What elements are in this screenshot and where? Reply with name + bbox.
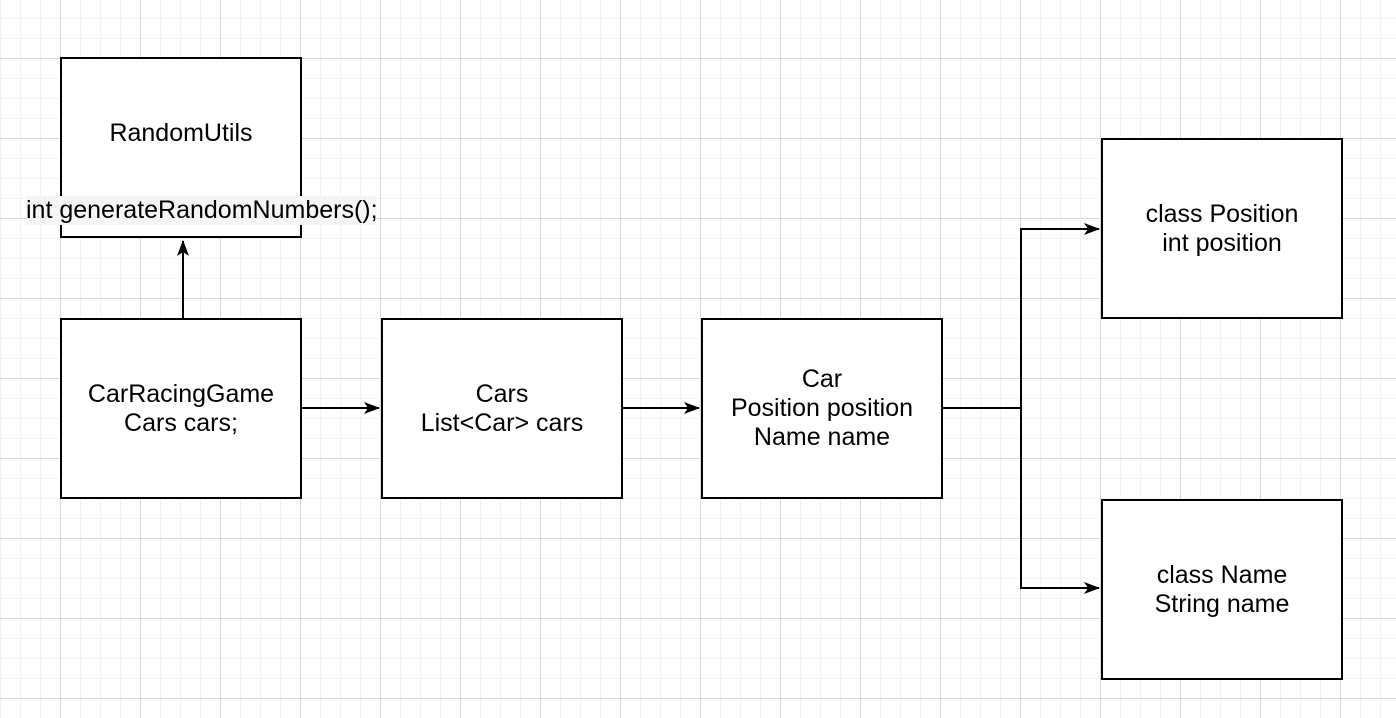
- node-text-line: Cars cars;: [124, 408, 238, 437]
- node-car[interactable]: Car Position position Name name: [701, 318, 943, 499]
- node-text-line: Name name: [753, 423, 891, 451]
- node-text-line: Position position: [730, 394, 914, 422]
- node-text-line: CarRacingGame: [87, 379, 275, 408]
- node-text-line: Cars: [475, 379, 529, 408]
- randomutils-method-label[interactable]: int generateRandomNumbers();: [26, 196, 378, 225]
- node-cars[interactable]: Cars List<Car> cars: [381, 318, 623, 499]
- node-classposition[interactable]: class Position int position: [1101, 138, 1343, 319]
- node-randomutils-title: RandomUtils: [109, 119, 253, 147]
- edge-car-to-classname[interactable]: [943, 407, 1100, 594]
- node-text-line: int position: [1162, 228, 1282, 257]
- edge-car-to-classposition[interactable]: [943, 223, 1100, 409]
- node-carracinggame[interactable]: CarRacingGame Cars cars;: [60, 318, 302, 499]
- node-classname[interactable]: class Name String name: [1101, 499, 1343, 680]
- node-text-line: class Name: [1156, 560, 1288, 589]
- node-text-line: List<Car> cars: [420, 408, 584, 437]
- node-text-line: Car: [801, 365, 843, 393]
- node-text-line: String name: [1154, 589, 1290, 618]
- node-text-line: class Position: [1145, 199, 1299, 228]
